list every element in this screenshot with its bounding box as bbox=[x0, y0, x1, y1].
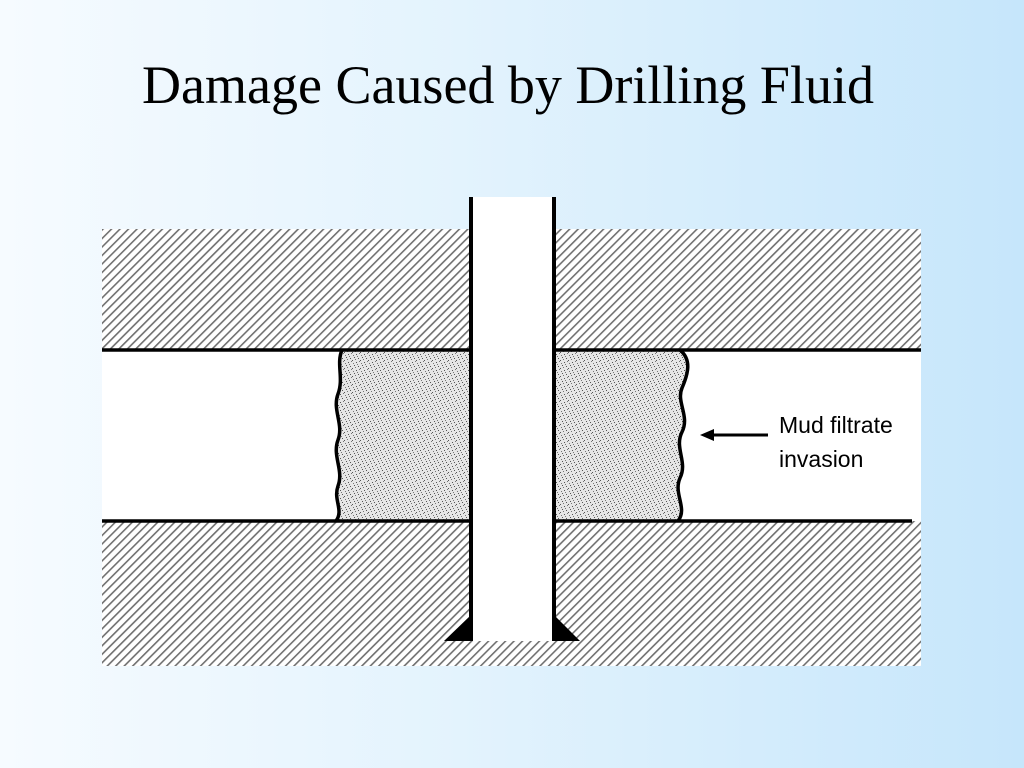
invaded-zone-right bbox=[553, 350, 688, 521]
invaded-zone-left bbox=[336, 350, 472, 521]
bottom-shoe-left bbox=[444, 616, 470, 641]
wellbore bbox=[472, 197, 553, 641]
slide-title: Damage Caused by Drilling Fluid bbox=[142, 55, 874, 115]
callout-arrow-head-icon bbox=[700, 429, 714, 441]
invasion-front-right bbox=[676, 348, 690, 523]
callout-label-line1: Mud filtrate bbox=[779, 412, 893, 438]
invasion-front-left bbox=[334, 349, 344, 523]
callout-label-line2: invasion bbox=[779, 446, 863, 472]
bottom-shoe-right bbox=[555, 616, 580, 641]
